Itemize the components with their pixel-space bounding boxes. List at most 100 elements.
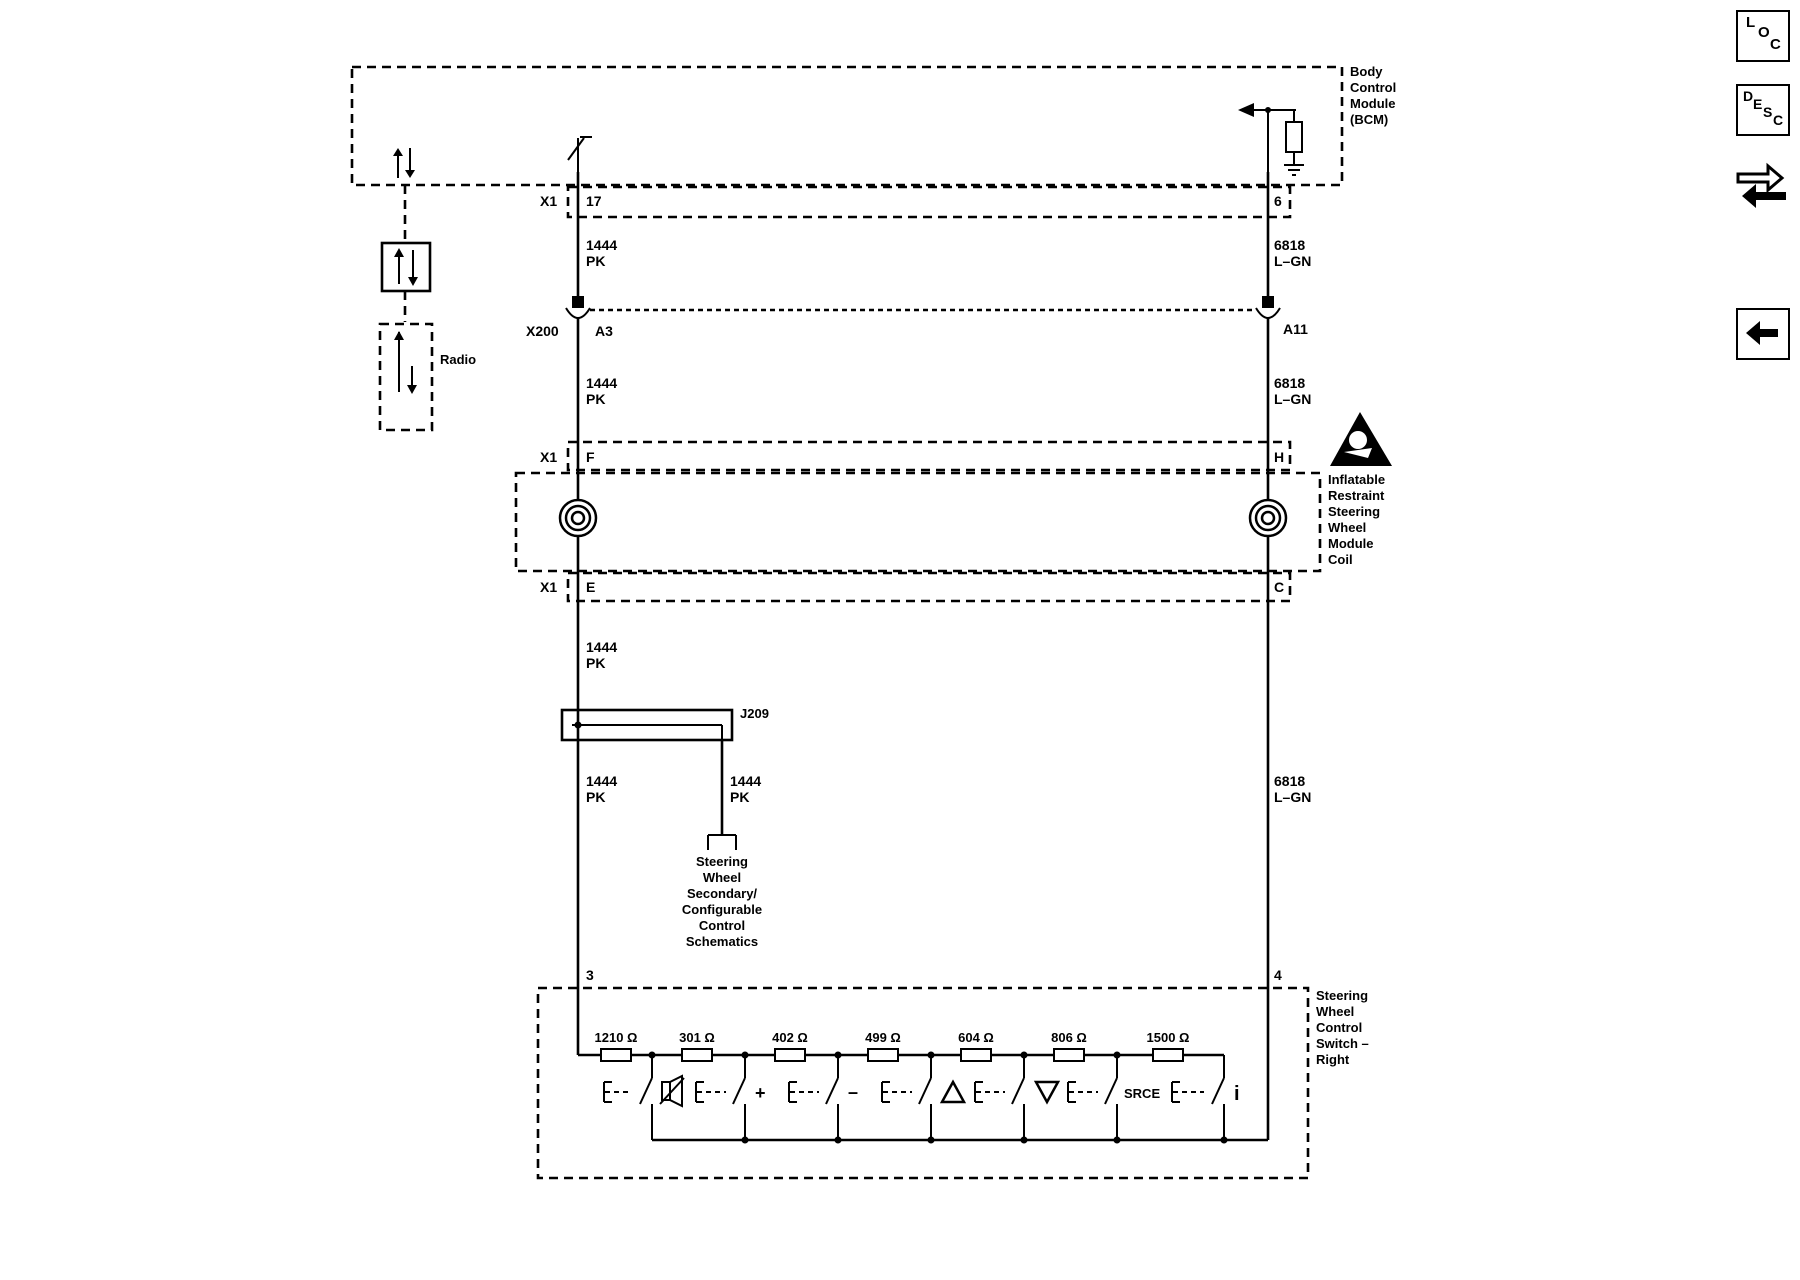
switch-source [1171,1077,1225,1105]
switch-label-1: Steering [1316,988,1368,1003]
coil-connector-top [566,440,1292,472]
desc-letter-e: E [1753,96,1763,112]
switch-boundary [536,986,1310,1180]
resistor-label-1500: 1500 Ω [1147,1030,1190,1045]
bcm-input-switch-icon [567,136,592,172]
radio-label: Radio [440,352,476,367]
coil-connector-bottom [566,571,1292,603]
wire-right-circuit-3: 6818 [1274,773,1305,789]
switch-pin-3: 3 [586,967,594,983]
source-symbol: SRCE [1124,1086,1160,1101]
mute-icon [659,1074,685,1108]
reference-label-5[interactable]: Control [699,918,745,933]
bcm-serial-data-icon [393,148,415,178]
radio-boundary [378,322,434,432]
resistor-806 [1053,1048,1085,1062]
plus-symbol: + [755,1083,766,1103]
wire-left-color-2: PK [586,391,605,407]
wire-left-circuit-3: 1444 [586,639,617,655]
loc-letter-o: O [1758,24,1770,41]
coil-boundary [514,471,1322,573]
info-icon: i [1234,1083,1240,1105]
bcm-label-1: Body [1350,64,1383,79]
coil-pin-h: H [1274,449,1284,465]
wire-right-color-1: L–GN [1274,253,1311,269]
bcm-boundary [350,65,1344,187]
switch-voice [695,1077,746,1105]
wire-left-color-3: PK [586,655,605,671]
resistor-604 [960,1048,992,1062]
switch-label-4: Switch – [1316,1036,1369,1051]
coil-label-4: Wheel [1328,520,1366,535]
bcm-pin-17: 17 [586,193,602,209]
bcm-pin-6: 6 [1274,193,1282,209]
bcm-connector-x1-label: X1 [540,193,557,209]
coil-bottom-x1-label: X1 [540,579,557,595]
resistor-label-1210: 1210 Ω [595,1030,638,1045]
bcm-label-3: Module [1350,96,1396,111]
wire-left-circuit-2: 1444 [586,375,617,391]
desc-letter-s: S [1763,104,1773,120]
minus-symbol: – [848,1082,858,1102]
resistor-label-301: 301 Ω [679,1030,715,1045]
wire-branch-color: PK [730,789,749,805]
desc-icon[interactable]: D E S C [1736,84,1790,136]
reference-bracket [707,834,737,850]
coil-label-6: Coil [1328,552,1353,567]
switch-label-3: Control [1316,1020,1362,1035]
wire-left-color-1: PK [586,253,605,269]
up-triangle-icon [939,1079,967,1104]
wire-left-circuit-4: 1444 [586,773,617,789]
bcm-connector-x1 [566,185,1292,219]
reference-label-4[interactable]: Configurable [682,902,762,917]
wire-right-circuit-2: 6818 [1274,375,1305,391]
resistor-label-499: 499 Ω [865,1030,901,1045]
wire-left-circuit-1: 1444 [586,237,617,253]
desc-letter-d: D [1743,88,1754,104]
loc-letter-c: C [1770,36,1781,53]
reference-label-1[interactable]: Steering [696,854,748,869]
coil-spiral-left-icon [558,498,598,538]
coil-label-5: Module [1328,536,1374,551]
radio-serial-data-icon [394,331,417,394]
resistor-402 [774,1048,806,1062]
bcm-label-2: Control [1350,80,1396,95]
ladder-rungs [651,1055,1225,1140]
resistor-label-806: 806 Ω [1051,1030,1087,1045]
loc-icon[interactable]: L O C [1736,10,1790,62]
connector-tool-icon[interactable] [1732,154,1792,214]
resistor-1500 [1152,1048,1184,1062]
loc-letter-l: L [1746,14,1756,31]
coil-pin-e: E [586,579,595,595]
bcm-label-4: (BCM) [1350,112,1388,127]
desc-letter-c: C [1773,112,1784,128]
resistor-1210 [600,1048,632,1062]
coil-label-1: Inflatable [1328,472,1385,487]
switch-plus [788,1077,839,1105]
reference-label-6[interactable]: Schematics [686,934,758,949]
wire-branch-circuit: 1444 [730,773,761,789]
x200-pin-a11: A11 [1283,321,1308,337]
resistor-499 [867,1048,899,1062]
x200-label: X200 [526,323,559,339]
switch-mute [603,1077,653,1105]
x200-inline-connector [565,296,1281,319]
reference-label-3[interactable]: Secondary/ [687,886,757,901]
x200-pin-a3: A3 [595,323,613,339]
coil-pin-f: F [586,449,595,465]
serial-data-gateway-icon [380,241,432,293]
switch-up [974,1077,1025,1105]
reference-label-2[interactable]: Wheel [703,870,741,885]
coil-top-x1-label: X1 [540,449,557,465]
wire-right-circuit-1: 6818 [1274,237,1305,253]
switch-down [1067,1077,1118,1105]
j209-label: J209 [740,706,769,721]
resistor-label-402: 402 Ω [772,1030,808,1045]
j209-splice-pack [560,708,734,742]
back-arrow-icon[interactable] [1736,308,1790,360]
bcm-pullup-resistor-icon [1238,103,1304,176]
switch-label-2: Wheel [1316,1004,1354,1019]
coil-label-3: Steering [1328,504,1380,519]
resistor-301 [681,1048,713,1062]
